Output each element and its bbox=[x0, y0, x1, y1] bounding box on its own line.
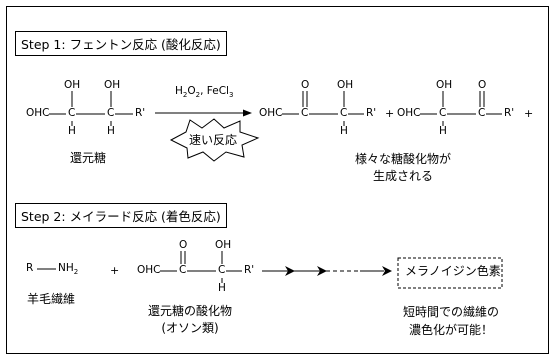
product1-oh: OH bbox=[337, 79, 354, 91]
result-line1: 短時間での繊維の bbox=[402, 305, 500, 319]
product1-h: H bbox=[340, 125, 348, 137]
oxidized-sugar-label-line2: (オソン類) bbox=[161, 321, 219, 335]
fast-reaction-label: 速い反応 bbox=[188, 133, 238, 147]
osone-oh: OH bbox=[215, 239, 232, 251]
reactant-c1: C bbox=[68, 107, 76, 119]
reactant-oh2: OH bbox=[104, 79, 121, 91]
result-line2: 濃色化が可能！ bbox=[408, 323, 494, 337]
plus-sign-2: + bbox=[524, 107, 534, 120]
diagram-frame bbox=[6, 6, 549, 354]
reactant-oh1: OH bbox=[64, 79, 81, 91]
product1-c1: C bbox=[301, 107, 309, 119]
product1-r-prime: R' bbox=[366, 107, 377, 119]
plus-sign-3: + bbox=[110, 264, 120, 277]
reaction-arrowhead bbox=[243, 109, 252, 117]
osone-o: O bbox=[179, 239, 188, 251]
reducing-sugar-label: 還元糖 bbox=[69, 151, 107, 165]
reagents-label: H2O2, FeCl3 bbox=[175, 85, 234, 100]
reagent-fecl3: FeCl3 bbox=[206, 85, 234, 100]
product2-r-prime: R' bbox=[504, 107, 515, 119]
reactant-r-prime: R' bbox=[135, 107, 146, 119]
products-label-line2: 生成される bbox=[372, 169, 434, 183]
step1-title: Step 1: フェントン反応 (酸化反応) bbox=[15, 31, 227, 56]
osone-h: H bbox=[218, 282, 226, 294]
product2-o: O bbox=[478, 79, 487, 91]
product2-ohc: OHC bbox=[397, 107, 421, 119]
product2-h: H bbox=[439, 125, 447, 137]
product2-c2: C bbox=[478, 107, 486, 119]
product1-c2: C bbox=[340, 107, 348, 119]
melanoidin-box-label: メラノイジン色素 bbox=[405, 264, 501, 278]
reactant-h1: H bbox=[68, 125, 76, 137]
step2-arrowhead-2 bbox=[317, 266, 327, 276]
plus-sign-1: + bbox=[385, 107, 395, 120]
wool-fiber-label: 羊毛繊維 bbox=[27, 292, 76, 306]
reactant-h2: H bbox=[107, 125, 115, 137]
osone-r-prime: R' bbox=[244, 264, 255, 276]
product1-ohc: OHC bbox=[259, 107, 283, 119]
reagent-h2o2: H2O2 bbox=[175, 85, 201, 100]
oxidized-sugar-label-line1: 還元糖の酸化物 bbox=[147, 304, 233, 318]
osone-c2: C bbox=[218, 264, 226, 276]
product2-oh: OH bbox=[436, 79, 453, 91]
amine-r: R bbox=[26, 262, 34, 274]
product2-c1: C bbox=[439, 107, 447, 119]
product1-o: O bbox=[301, 79, 310, 91]
step2-title: Step 2: メイラード反応 (着色反応) bbox=[15, 203, 227, 228]
melanoidin-dashed-box bbox=[397, 257, 503, 289]
fast-reaction-burst-icon bbox=[169, 118, 260, 162]
step2-arrowhead-1 bbox=[285, 266, 295, 276]
amine-nh2: NH2 bbox=[58, 262, 79, 277]
reactant-c2: C bbox=[107, 107, 115, 119]
products-label-line1: 様々な糖酸化物が bbox=[354, 152, 452, 166]
step2-arrowhead-3 bbox=[382, 266, 392, 276]
reactant-ohc: OHC bbox=[26, 107, 50, 119]
osone-ohc: OHC bbox=[137, 264, 161, 276]
osone-c1: C bbox=[179, 264, 187, 276]
